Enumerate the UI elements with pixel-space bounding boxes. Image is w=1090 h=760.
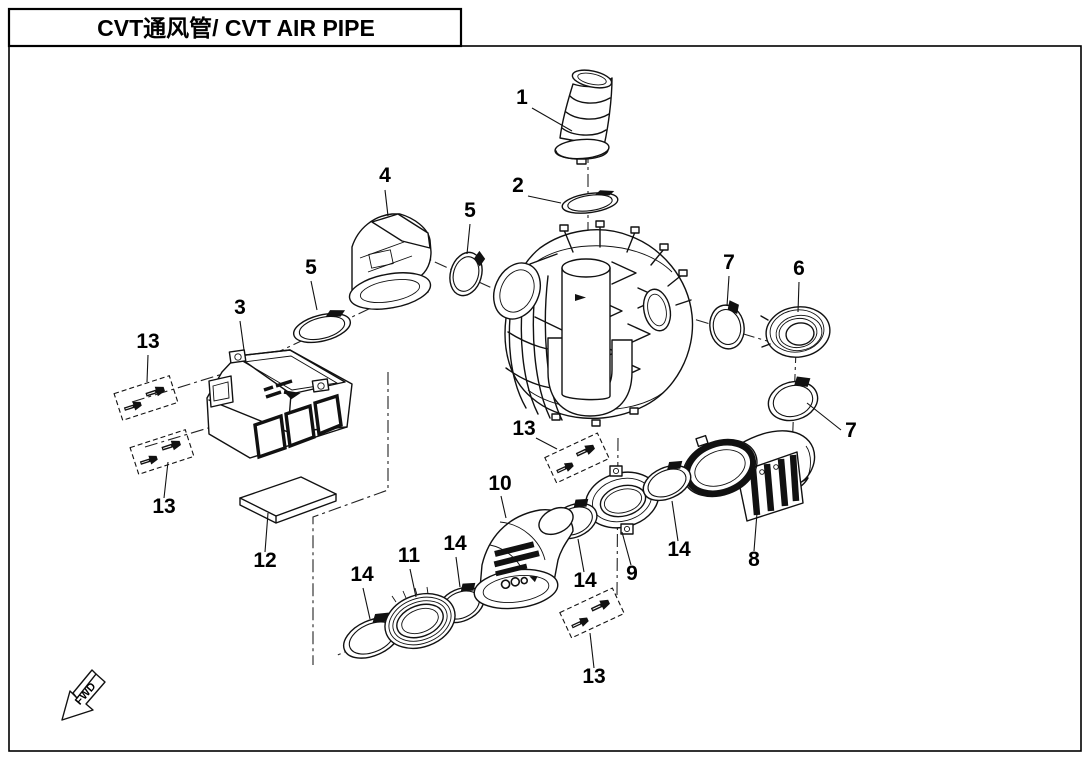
callout-2-leader [527, 195, 562, 204]
hose-print-label [493, 541, 540, 590]
part-6-bellows [760, 306, 831, 358]
callout-13-label: 13 [582, 665, 605, 688]
callout-9-leader [621, 531, 632, 566]
title-box [7, 7, 463, 48]
callout-5-label: 5 [464, 199, 476, 222]
callout-6-label: 6 [793, 257, 805, 280]
callout-5-label: 5 [305, 256, 317, 279]
callout-7-leader [806, 402, 842, 431]
callout-6-leader [797, 281, 800, 313]
housing-intake-tube [561, 267, 611, 401]
air-box-vents [253, 393, 343, 460]
callout-5-leader [466, 223, 471, 255]
callout-10-label: 10 [488, 472, 511, 495]
callout-4-label: 4 [379, 164, 391, 187]
callout-1-label: 1 [516, 86, 528, 109]
callout-13-label: 13 [512, 417, 535, 440]
callout-14-leader [455, 556, 461, 588]
callout-14-label: 14 [573, 569, 597, 592]
callout-12-label: 12 [253, 549, 276, 572]
part-1-air-pipe [554, 69, 613, 165]
callout-14-leader [362, 587, 371, 620]
callout-13-leader [163, 461, 169, 499]
callout-11-leader [409, 568, 417, 598]
callout-7-label: 7 [723, 251, 735, 274]
callout-1-leader [531, 107, 573, 132]
callout-10-leader [500, 495, 507, 519]
callout-14-label: 14 [443, 532, 467, 555]
part-12-pad [239, 476, 337, 524]
part-3-air-box [206, 349, 353, 460]
fwd-marker: FWD [61, 669, 106, 721]
cvt-housing [492, 220, 694, 427]
page-frame: CVT通风管/ CVT AIR PIPE [7, 7, 1082, 752]
callout-14-label: 14 [667, 538, 691, 561]
callout-14-leader [577, 538, 585, 573]
callout-8-label: 8 [748, 548, 760, 571]
callout-2-label: 2 [512, 174, 524, 197]
callout-13-leader [589, 632, 595, 669]
part-4-elbow-duct [348, 213, 432, 310]
callout-13-leader [535, 437, 558, 450]
page-title: CVT通风管/ CVT AIR PIPE [97, 15, 375, 41]
callout-4-leader [384, 189, 389, 217]
part-10-outlet-hose [473, 506, 574, 610]
callout-13-leader [146, 354, 149, 383]
air-box-logo [263, 379, 301, 400]
part-8-outlet-duct [682, 430, 816, 522]
callout-11-label: 11 [398, 544, 421, 567]
callout-8-leader [753, 512, 758, 552]
housing-bolt-tabs [551, 220, 688, 427]
part-11-grommet [384, 586, 456, 650]
callout-13-label: 13 [136, 330, 159, 353]
callout-12-leader [264, 512, 269, 553]
callout-14-leader [671, 500, 679, 542]
callout-7-leader [726, 275, 730, 307]
callout-5-leader [310, 280, 318, 311]
callout-3-leader [239, 320, 245, 351]
callout-13-label: 13 [152, 495, 175, 518]
callout-9-label: 9 [626, 562, 638, 585]
callout-7-label: 7 [845, 419, 857, 442]
callout-14-label: 14 [350, 563, 374, 586]
callout-3-label: 3 [234, 296, 246, 319]
